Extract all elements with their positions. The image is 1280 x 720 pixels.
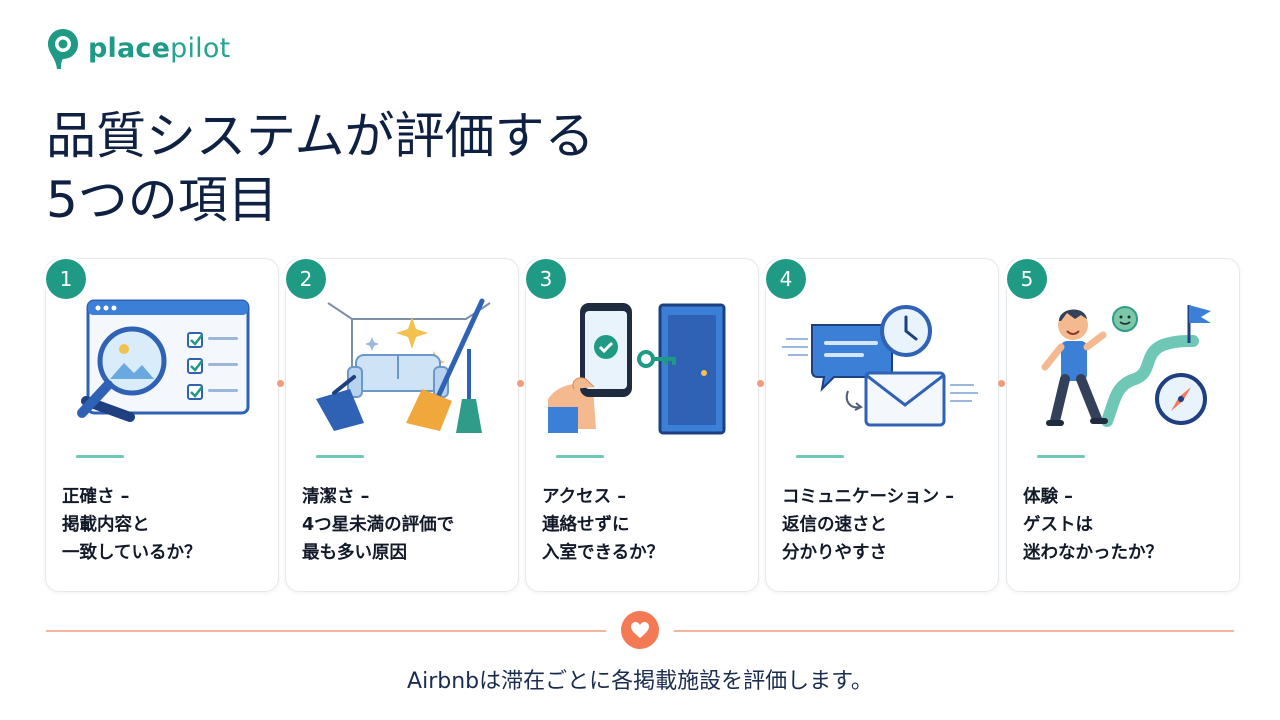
- card-heading: 清潔さ –: [302, 487, 370, 507]
- card-text: アクセス – 連絡せずに 入室できるか？: [542, 483, 748, 567]
- card-accuracy: 1 正確さ – 掲載内容と 一致しているか？: [45, 258, 279, 592]
- chat-clock-mail-icon: [782, 305, 978, 427]
- divider-left: [46, 630, 606, 632]
- card-heading: コミュニケーション –: [782, 487, 954, 507]
- card-line: 入室できるか？: [542, 543, 665, 563]
- card-line: 連絡せずに: [542, 515, 630, 535]
- card-number-badge: 3: [526, 259, 566, 299]
- guest-journey-icon: [1041, 305, 1211, 427]
- heart-badge: [621, 611, 659, 649]
- heart-icon: [631, 622, 649, 638]
- footer-text: Airbnbは滞在ごとに各掲載施設を評価します。: [407, 669, 873, 694]
- card-heading: アクセス –: [542, 487, 626, 507]
- card-underline: [796, 455, 844, 458]
- card-number-badge: 2: [286, 259, 326, 299]
- magnifier-listing-icon: [77, 299, 250, 422]
- connector-dot: [757, 380, 764, 387]
- card-cleanliness: 2 清潔さ – 4つ星未満の評価で 最も多い原因: [285, 258, 519, 592]
- card-line: ゲストは: [1023, 515, 1093, 535]
- divider-right: [674, 630, 1234, 632]
- card-text: 正確さ – 掲載内容と 一致しているか？: [62, 483, 268, 567]
- card-heading: 正確さ –: [62, 487, 130, 507]
- page-title: 品質システムが評価する 5つの項目: [46, 104, 595, 232]
- brand-name-part2: pilot: [170, 32, 231, 64]
- card-underline: [556, 455, 604, 458]
- connector-dot: [517, 380, 524, 387]
- title-line-1: 品質システムが評価する: [46, 107, 595, 165]
- card-experience: 5 体験 – ゲストは 迷わなかったか？: [1006, 258, 1240, 592]
- card-line: 4つ星未満の評価で: [302, 515, 455, 535]
- connector-dot: [998, 380, 1005, 387]
- card-underline: [1037, 455, 1085, 458]
- card-text: 清潔さ – 4つ星未満の評価で 最も多い原因: [302, 483, 508, 567]
- pin-logo-icon: [48, 29, 78, 69]
- card-line: 掲載内容と: [62, 515, 150, 535]
- title-line-2: 5つの項目: [46, 171, 278, 229]
- card-underline: [76, 455, 124, 458]
- card-underline: [316, 455, 364, 458]
- card-number-badge: 4: [766, 259, 806, 299]
- connector-dot: [277, 380, 284, 387]
- card-line: 返信の速さと: [782, 515, 887, 535]
- card-line: 分かりやすさ: [782, 543, 887, 563]
- card-number-badge: 5: [1007, 259, 1047, 299]
- phone-door-key-icon: [548, 303, 726, 435]
- card-line: 最も多い原因: [302, 543, 407, 563]
- card-access: 3 アクセス – 連絡せずに 入室できるか？: [525, 258, 759, 592]
- brand-name-part1: place: [88, 32, 171, 64]
- card-text: コミュニケーション – 返信の速さと 分かりやすさ: [782, 483, 988, 567]
- card-number-badge: 1: [46, 259, 86, 299]
- card-line: 迷わなかったか？: [1023, 543, 1163, 563]
- brand-logo: placepilot: [46, 27, 230, 71]
- card-line: 一致しているか？: [62, 543, 202, 563]
- brand-name: placepilot: [88, 33, 230, 64]
- card-text: 体験 – ゲストは 迷わなかったか？: [1023, 483, 1229, 567]
- card-communication: 4 コミュニケーション – 返信の速さと 分かりやすさ: [765, 258, 999, 592]
- cleaning-room-icon: [316, 298, 491, 433]
- card-heading: 体験 –: [1023, 487, 1073, 507]
